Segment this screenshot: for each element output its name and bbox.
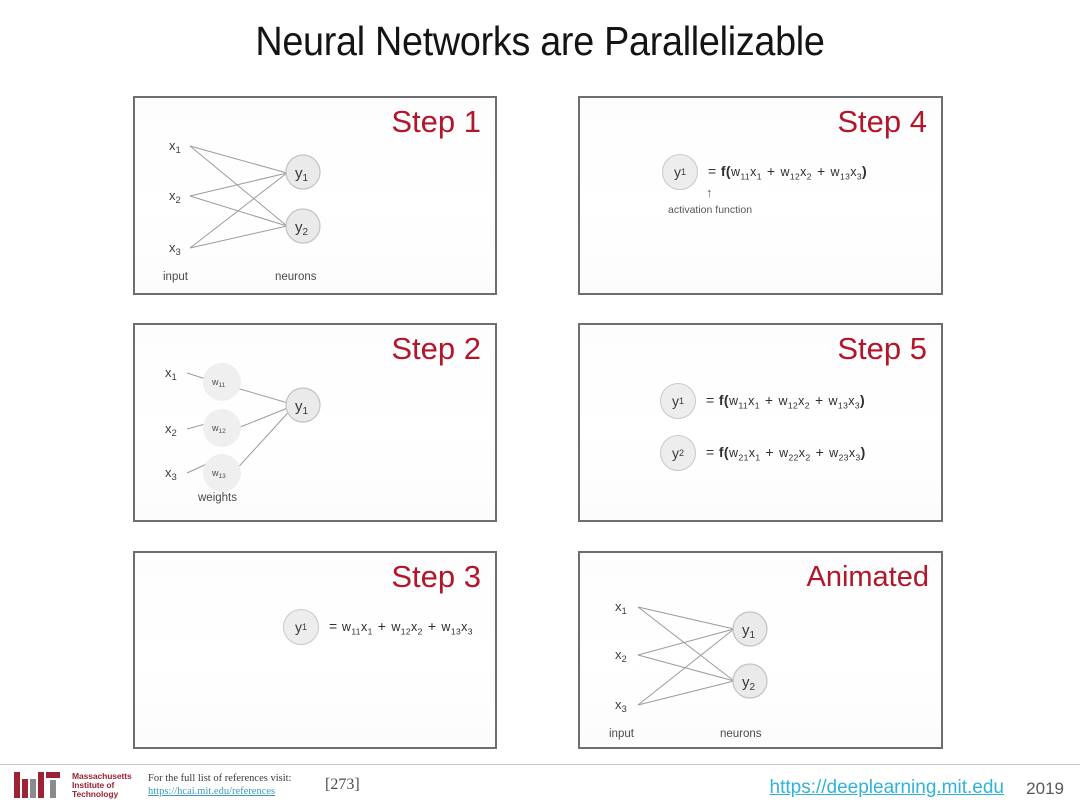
caption-neurons: neurons: [720, 728, 762, 740]
reference-link[interactable]: https://hcai.mit.edu/references: [148, 785, 276, 797]
caption-input: input: [609, 728, 635, 740]
reference-note: For the full list of references visit: h…: [148, 773, 291, 798]
course-link[interactable]: https://deeplearning.mit.edu: [769, 777, 1005, 798]
input-label-x3: x3: [615, 697, 627, 715]
reference-note-text: For the full list of references visit:: [148, 773, 292, 784]
mit-wordmark-line-3: Technology: [72, 789, 119, 799]
reference-number: [273]: [325, 776, 360, 793]
panel-animated: Animated x1 x2 x3 y1 y2 input neurons: [578, 551, 943, 749]
mit-wordmark-line-1: Massachusetts: [72, 771, 132, 781]
mit-wordmark-line-2: Institute of: [72, 780, 115, 790]
panel-step-2: Step 2 x1 x2 x3 w11 w12 w13 y1: [133, 323, 497, 522]
page-title: Neural Networks are Parallelizable: [255, 18, 825, 64]
network-diagram-step-1: x1 x2 x3 y1 y2 input neurons: [135, 98, 495, 293]
equation-body: = f(w11x1+w12x2+w13x3): [706, 391, 866, 411]
caption-neurons: neurons: [275, 271, 317, 283]
equation-body: = w11x1+w12x2+w13x3: [329, 617, 473, 637]
step-5-label: Step 5: [837, 331, 927, 366]
equation-body: = f(w11x1+w12x2+w13x3): [708, 162, 868, 182]
step-3-label: Step 3: [391, 559, 481, 594]
panel-step-1: Step 1 x1 x2 x3 y1 y2 input neurons: [133, 96, 497, 295]
input-label-x1: x1: [615, 599, 627, 617]
input-label-x2: x2: [165, 421, 177, 439]
caption-weights: weights: [197, 492, 237, 504]
footer-divider: [0, 764, 1080, 765]
input-label-x1: x1: [169, 138, 181, 156]
network-diagram-animated: x1 x2 x3 y1 y2 input neurons: [580, 553, 941, 747]
equation-body: = f(w21x1+w22x2+w23x3): [706, 443, 866, 463]
input-label-x1: x1: [165, 365, 177, 383]
mit-wordmark: Massachusetts Institute of Technology: [72, 772, 132, 799]
mit-logo-icon: [14, 772, 68, 798]
input-label-x2: x2: [169, 188, 181, 206]
input-label-x3: x3: [165, 465, 177, 483]
caption-input: input: [163, 271, 189, 283]
animated-label: Animated: [806, 561, 929, 593]
activation-arrow-icon: ↑: [706, 185, 713, 200]
step-1-label: Step 1: [391, 104, 481, 139]
step-2-label: Step 2: [391, 331, 481, 366]
step-4-label: Step 4: [837, 104, 927, 139]
year-label: 2019: [1026, 779, 1064, 798]
network-diagram-step-2: x1 x2 x3 w11 w12 w13 y1 weights: [135, 325, 495, 520]
activation-function-note: activation function: [668, 204, 753, 216]
input-label-x2: x2: [615, 647, 627, 665]
input-label-x3: x3: [169, 240, 181, 258]
